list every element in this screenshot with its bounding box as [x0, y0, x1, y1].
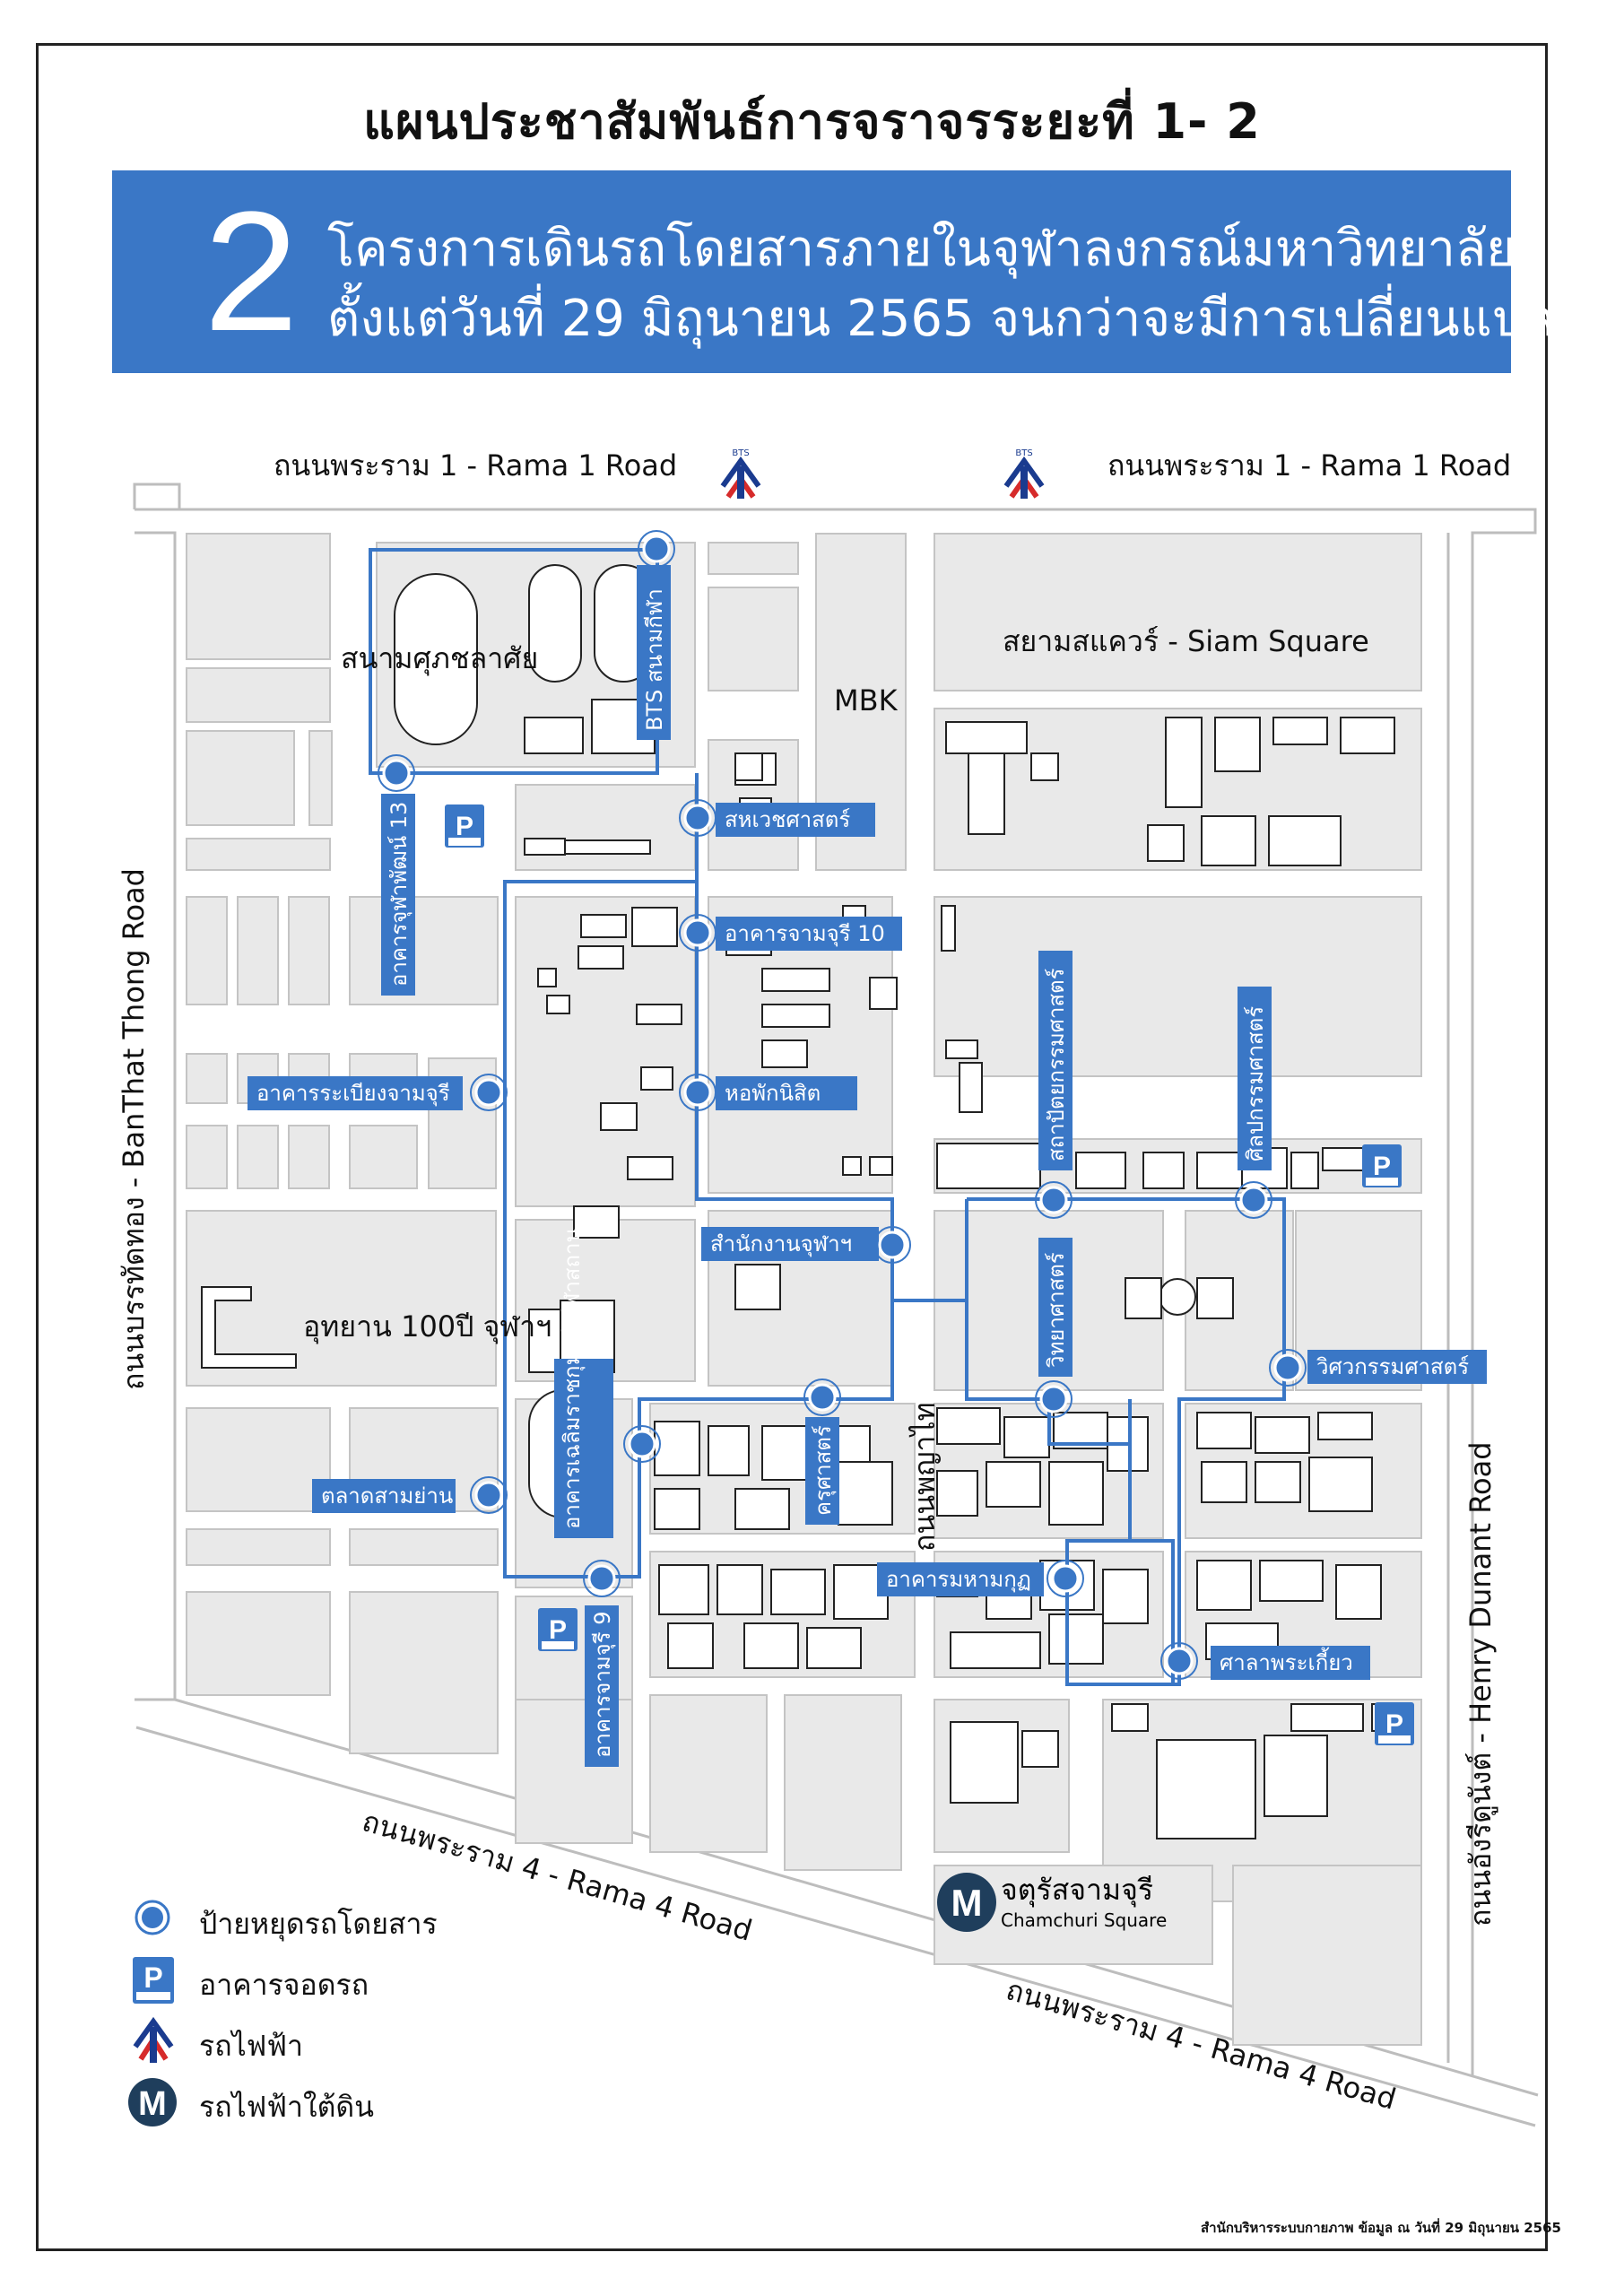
map-legend: ป้ายหยุดรถโดยสาร P อาคารจอดรถ รถไฟฟ้า M …: [124, 1892, 572, 2136]
svg-text:P: P: [143, 1961, 162, 1994]
svg-text:สำนักงานจุฬาฯ: สำนักงานจุฬาฯ: [710, 1231, 852, 1257]
legend-row-mrt: M รถไฟฟ้าใต้ดิน: [124, 2075, 572, 2136]
bus-stop-icon: [135, 1900, 170, 1935]
banner-date-range: ตั้งแต่วันที่ 29 มิถุนายน 2565 จนกว่าจะม…: [327, 290, 1579, 348]
svg-text:อาคารจามจุรี 9: อาคารจามจุรี 9: [590, 1611, 616, 1758]
stop-label: ตลาดสามย่าน: [312, 1479, 456, 1513]
svg-text:อาคารจุฬาพัฒน์ 13: อาคารจุฬาพัฒน์ 13: [386, 802, 413, 987]
svg-text:ตลาดสามย่าน: ตลาดสามย่าน: [321, 1483, 453, 1509]
svg-text:M: M: [138, 2085, 167, 2123]
stop-label: วิศวกรรมศาสตร์: [1307, 1350, 1487, 1384]
svg-text:BTS: BTS: [1015, 448, 1032, 458]
stop-label: สถาปัตยกรรมศาสตร์: [1038, 951, 1073, 1170]
parking-icon: [1375, 1702, 1414, 1745]
bts-station-icon: BTS: [1006, 448, 1042, 499]
stop-label: อาคารมหามกุฏ: [877, 1562, 1044, 1596]
stadium-label: สนามศุภชลาศัย: [341, 641, 538, 676]
bts-station-icon: BTS: [723, 448, 759, 499]
stop-label: อาคารระเบียงจามจุรี: [248, 1076, 463, 1110]
park-label: อุทยาน 100ปี จุฬาฯ: [303, 1309, 551, 1344]
road-label-phayathai: ถนนพญาไท: [908, 1402, 942, 1552]
stop-label: ครุศาสตร์: [805, 1417, 839, 1525]
stop-label: วิทยาศาสตร์: [1038, 1238, 1073, 1377]
info-banner: 2 โครงการเดินรถโดยสารภายในจุฬาลงกรณ์มหาว…: [112, 170, 1579, 373]
page-title: แผนประชาสัมพันธ์การจราจรระยะที่ 1- 2: [363, 93, 1261, 150]
stop-label: อาคารจามจุรี 10: [716, 917, 902, 951]
svg-text:หอพักนิสิต: หอพักนิสิต: [725, 1081, 821, 1106]
mbk-label: MBK: [834, 683, 899, 718]
bus-stop-marker-rings: [378, 530, 1307, 1680]
svg-text:อาคารมหามกุฏ: อาคารมหามกุฏ: [886, 1567, 1031, 1593]
road-outline: [133, 483, 1537, 2076]
parking-icon: P: [133, 1957, 174, 2004]
road-label-rama1-right: ถนนพระราม 1 - Rama 1 Road: [1107, 448, 1511, 483]
svg-text:BTS สนามกีฬา: BTS สนามกีฬา: [642, 588, 667, 731]
road-label-rama1-left: ถนนพระราม 1 - Rama 1 Road: [274, 448, 677, 483]
road-label-henry: ถนนอังรีดูนังต์ - Henry Dunant Road: [1463, 1441, 1498, 1926]
phase-number: 2: [204, 177, 299, 367]
svg-text:BTS: BTS: [732, 448, 749, 458]
stop-label: ศาลาพระเกี้ยว: [1211, 1646, 1370, 1680]
legend-label: ป้ายหยุดรถโดยสาร: [199, 1907, 438, 1941]
road-outline: [135, 1726, 1536, 2127]
parking-icon: [1362, 1144, 1402, 1187]
svg-text:M: M: [951, 1882, 983, 1924]
stop-label: BTS สนามกีฬา: [637, 565, 671, 740]
stop-label: อาคารจามจุรี 9: [585, 1605, 619, 1767]
chamchuri-english-label: Chamchuri Square: [1001, 1909, 1167, 1931]
svg-text:ศาลาพระเกี้ยว: ศาลาพระเกี้ยว: [1220, 1647, 1353, 1675]
svg-text:สถาปัตยกรรมศาสตร์: สถาปัตยกรรมศาสตร์: [1044, 968, 1069, 1161]
svg-text:อาคารเฉลิมราชกุมารี กีฬาสถาน: อาคารเฉลิมราชกุมารี กีฬาสถาน: [560, 1228, 586, 1529]
stop-label: ศิลปกรรมศาสตร์: [1238, 987, 1272, 1170]
siam-square-label: สยามสแควร์ - Siam Square: [1003, 624, 1369, 658]
stop-label: อาคารจุฬาพัฒน์ 13: [381, 794, 415, 996]
stop-label: สำนักงานจุฬาฯ: [701, 1227, 879, 1261]
svg-text:ศิลปกรรมศาสตร์: ศิลปกรรมศาสตร์: [1243, 1006, 1268, 1161]
svg-text:สหเวชศาสตร์: สหเวชศาสตร์: [725, 807, 850, 832]
svg-text:อาคารจามจุรี 10: อาคารจามจุรี 10: [725, 921, 885, 947]
legend-label: อาคารจอดรถ: [199, 1968, 369, 2002]
legend-label: รถไฟฟ้า: [199, 2029, 303, 2063]
svg-text:วิศวกรรมศาสตร์: วิศวกรรมศาสตร์: [1316, 1354, 1469, 1379]
stop-label: หอพักนิสิต: [716, 1076, 857, 1110]
svg-text:วิทยาศาสตร์: วิทยาศาสตร์: [1044, 1252, 1069, 1368]
parking-icon: [445, 804, 484, 848]
parking-icon: [538, 1608, 578, 1651]
bts-icon: [133, 2016, 174, 2063]
mrt-station-icon: M: [937, 1873, 996, 1932]
stop-label: อาคารเฉลิมราชกุมารี กีฬาสถาน: [554, 1228, 613, 1538]
svg-text:ครุศาสตร์: ครุศาสตร์: [811, 1425, 837, 1516]
bus-stop-markers: [382, 535, 1302, 1675]
stop-label: สหเวชศาสตร์: [716, 803, 875, 837]
road-label-banthat: ถนนบรรทัดทอง - BanThat Thong Road: [117, 868, 151, 1390]
legend-row-bus-stop: ป้ายหยุดรถโดยสาร: [124, 1892, 572, 1953]
banner-project-title: โครงการเดินรถโดยสารภายในจุฬาลงกรณ์มหาวิท…: [327, 220, 1516, 278]
chamchuri-thai-label: จตุรัสจามจุรี: [1001, 1873, 1153, 1908]
legend-row-bts: รถไฟฟ้า: [124, 2014, 572, 2075]
legend-label: รถไฟฟ้าใต้ดิน: [199, 2090, 374, 2124]
page-frame: [36, 43, 1548, 2251]
mrt-icon: M: [128, 2078, 177, 2126]
svg-text:อาคารระเบียงจามจุรี: อาคารระเบียงจามจุรี: [256, 1081, 450, 1107]
legend-row-parking: P อาคารจอดรถ: [124, 1953, 572, 2014]
footer-source-note: สำนักบริหารระบบกายภาพ ข้อมูล ณ วันที่ 29…: [1201, 2220, 1561, 2236]
